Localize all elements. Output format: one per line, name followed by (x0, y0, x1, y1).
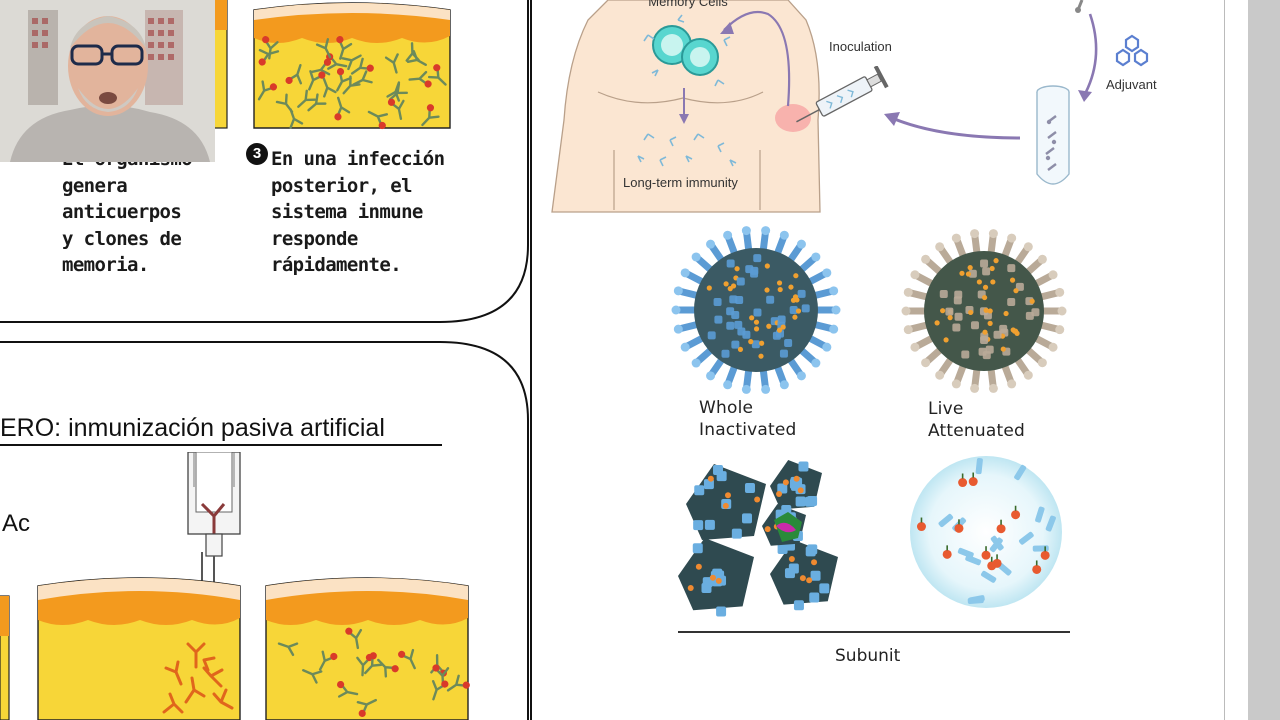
adjuvant-label: Adjuvant (1106, 77, 1157, 92)
long-term-immunity-label: Long-term immunity (623, 175, 738, 190)
subunit-fragmented-virus (678, 460, 838, 617)
test-tube-icon (1036, 85, 1070, 185)
tissue-block-secondary-infection (253, 2, 451, 130)
heading-underline (0, 444, 442, 446)
live-attenuated-label: Live Attenuated (928, 399, 1026, 441)
live-attenuated-virus (901, 229, 1067, 393)
arrow-to-test-tube (1075, 0, 1098, 102)
memory-cells-label: Memory Cells (648, 0, 728, 9)
tissue-block-left-partial (213, 0, 228, 129)
step-3-text: En una infección posterior, el sistema i… (271, 148, 445, 276)
inoculation-label: Inoculation (829, 39, 892, 54)
syringe-injection (187, 452, 241, 656)
previous-step-text: El organismo genera anticuerpos y clones… (62, 148, 193, 276)
subunit-antigen-sphere (910, 456, 1062, 608)
subunit-label: Subunit (835, 646, 901, 666)
presenter-video-frame (0, 0, 215, 162)
right-margin-bar (1248, 0, 1280, 720)
whole-inactivated-virus (671, 226, 841, 394)
presenter-webcam (0, 0, 215, 162)
section-heading: ERO: inmunización pasiva artificial (0, 414, 385, 442)
tissue-block-partial-left (0, 595, 10, 720)
adjuvant-molecule-icon (1115, 34, 1149, 67)
tissue-block-injection (37, 577, 241, 720)
divider-vertical (530, 0, 532, 720)
bottom-panel-frame (0, 341, 529, 720)
slide-edge (1224, 0, 1225, 720)
top-panel-frame (0, 0, 529, 323)
subunit-bracket-line (678, 631, 1070, 633)
whole-inactivated-label: Whole Inactivated (699, 398, 797, 440)
tissue-block-passive-antibodies (265, 577, 470, 720)
arrow-tube-to-syringe (884, 112, 1021, 140)
body-immunity-illustration (551, 0, 821, 213)
inoculation-syringe-icon (796, 66, 889, 123)
step-number-badge: 3 (246, 143, 268, 165)
antibody-label: Ac (2, 510, 31, 537)
